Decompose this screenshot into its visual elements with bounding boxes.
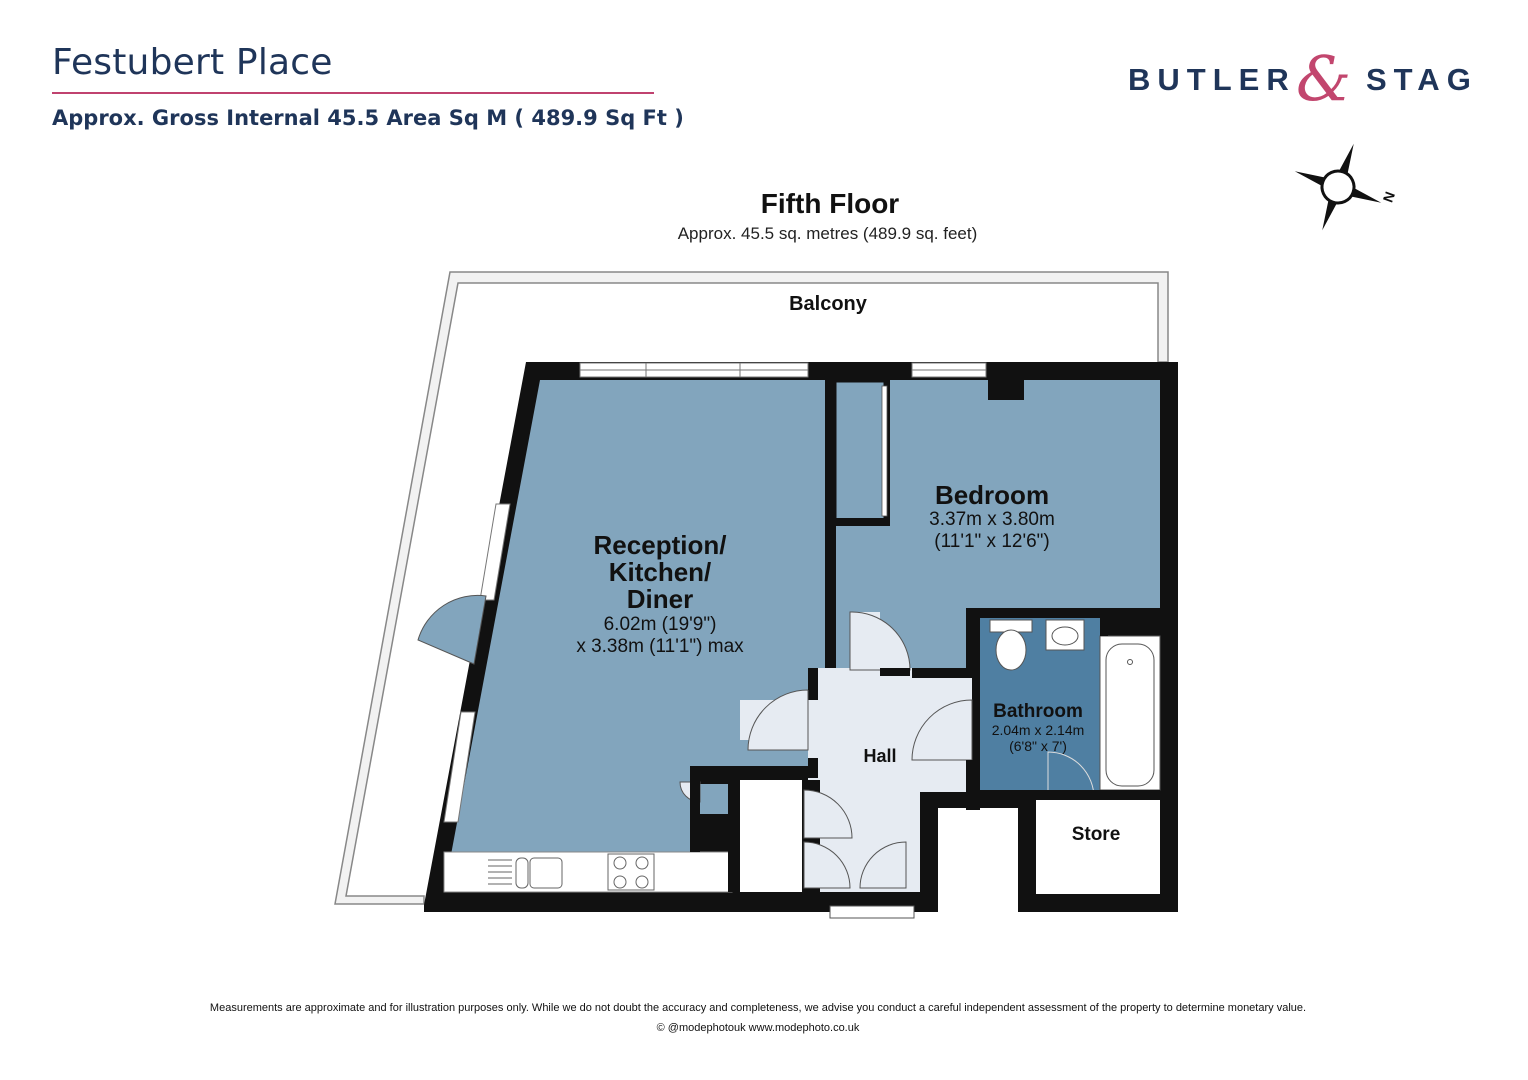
- bathroom-label: Bathroom 2.04m x 2.14m (6'8" x 7'): [978, 701, 1098, 755]
- reception-name-line2: Kitchen/: [608, 557, 712, 587]
- toilet-bowl-icon: [995, 629, 1027, 671]
- reception-name-line1: Reception/: [593, 530, 727, 560]
- bedroom: [836, 380, 1160, 668]
- hall: [740, 612, 972, 892]
- property-title: Festubert Place: [52, 42, 333, 83]
- windows-top: [579, 362, 987, 378]
- reception-name-line3: Diner: [626, 584, 694, 614]
- title-divider: [52, 92, 654, 94]
- windows-left: [443, 503, 511, 823]
- balcony-label: Balcony: [789, 293, 867, 315]
- bathroom-name: Bathroom: [993, 701, 1083, 722]
- bathroom-dim-line1: 2.04m x 2.14m: [991, 722, 1085, 738]
- entrance-threshold: [829, 905, 915, 919]
- disclaimer-text: Measurements are approximate and for ill…: [209, 1002, 1307, 1014]
- bedroom-label: Bedroom 3.37m x 3.80m (11'1" x 12'6"): [892, 481, 1092, 553]
- floor-area: Approx. 45.5 sq. metres (489.9 sq. feet): [677, 224, 978, 243]
- balcony-door-swing: [417, 594, 487, 665]
- hob-icon: [607, 853, 655, 891]
- hall-door-swing-utility: [803, 789, 853, 839]
- kitchen-sink-icon: [515, 857, 529, 889]
- photo-credit: © @modephotouk www.modephoto.co.uk: [656, 1022, 860, 1034]
- bathroom-door-swing: [1047, 751, 1095, 799]
- entrance-door-swing-left: [803, 841, 851, 889]
- wardrobe: [835, 381, 885, 521]
- entrance-door-swing-right: [859, 841, 907, 889]
- wardrobe-door-track: [881, 385, 888, 517]
- kitchen-counter: [443, 851, 733, 893]
- balcony-outline: [334, 271, 1169, 905]
- hall-door-swing-bathroom: [911, 699, 973, 761]
- reception-label: Reception/ Kitchen/ Diner 6.02m (19'9") …: [540, 532, 780, 658]
- bath-drain-icon: [1127, 659, 1133, 665]
- kitchen-sink-basin-icon: [529, 857, 563, 889]
- compass-rose-icon: N: [1294, 143, 1398, 231]
- brand-logo: BUTLER & STAG: [1128, 42, 1478, 115]
- reception-dim-line2: x 3.38m (11'1") max: [576, 636, 744, 657]
- utility-room: [740, 780, 802, 892]
- reception-dim-line1: 6.02m (19'9"): [603, 614, 717, 635]
- bathtub-icon: [1105, 643, 1155, 787]
- floor-title: Fifth Floor: [760, 188, 900, 219]
- bedroom-name: Bedroom: [934, 480, 1050, 510]
- brand-word-stag: STAG: [1366, 62, 1478, 97]
- brand-ampersand: &: [1296, 42, 1352, 115]
- store-label: Store: [1071, 824, 1121, 845]
- bathroom-dim-line2: (6'8" x 7'): [1009, 738, 1067, 754]
- kitchen-drainer: [488, 859, 512, 885]
- hall-label: Hall: [863, 746, 897, 766]
- property-area-subtitle: Approx. Gross Internal 45.5 Area Sq M ( …: [52, 106, 684, 130]
- bedroom-dim-line1: 3.37m x 3.80m: [929, 509, 1055, 530]
- bedroom-dim-line2: (11'1" x 12'6"): [934, 531, 1050, 552]
- internal-walls: [690, 380, 1178, 912]
- reception-cupboard: [700, 784, 728, 814]
- reception-room: [444, 380, 825, 892]
- brand-word-butler: BUTLER: [1128, 62, 1296, 97]
- hall-door-swing-left: [747, 689, 809, 751]
- basin-bowl-icon: [1051, 626, 1079, 646]
- store-room: [1036, 800, 1160, 894]
